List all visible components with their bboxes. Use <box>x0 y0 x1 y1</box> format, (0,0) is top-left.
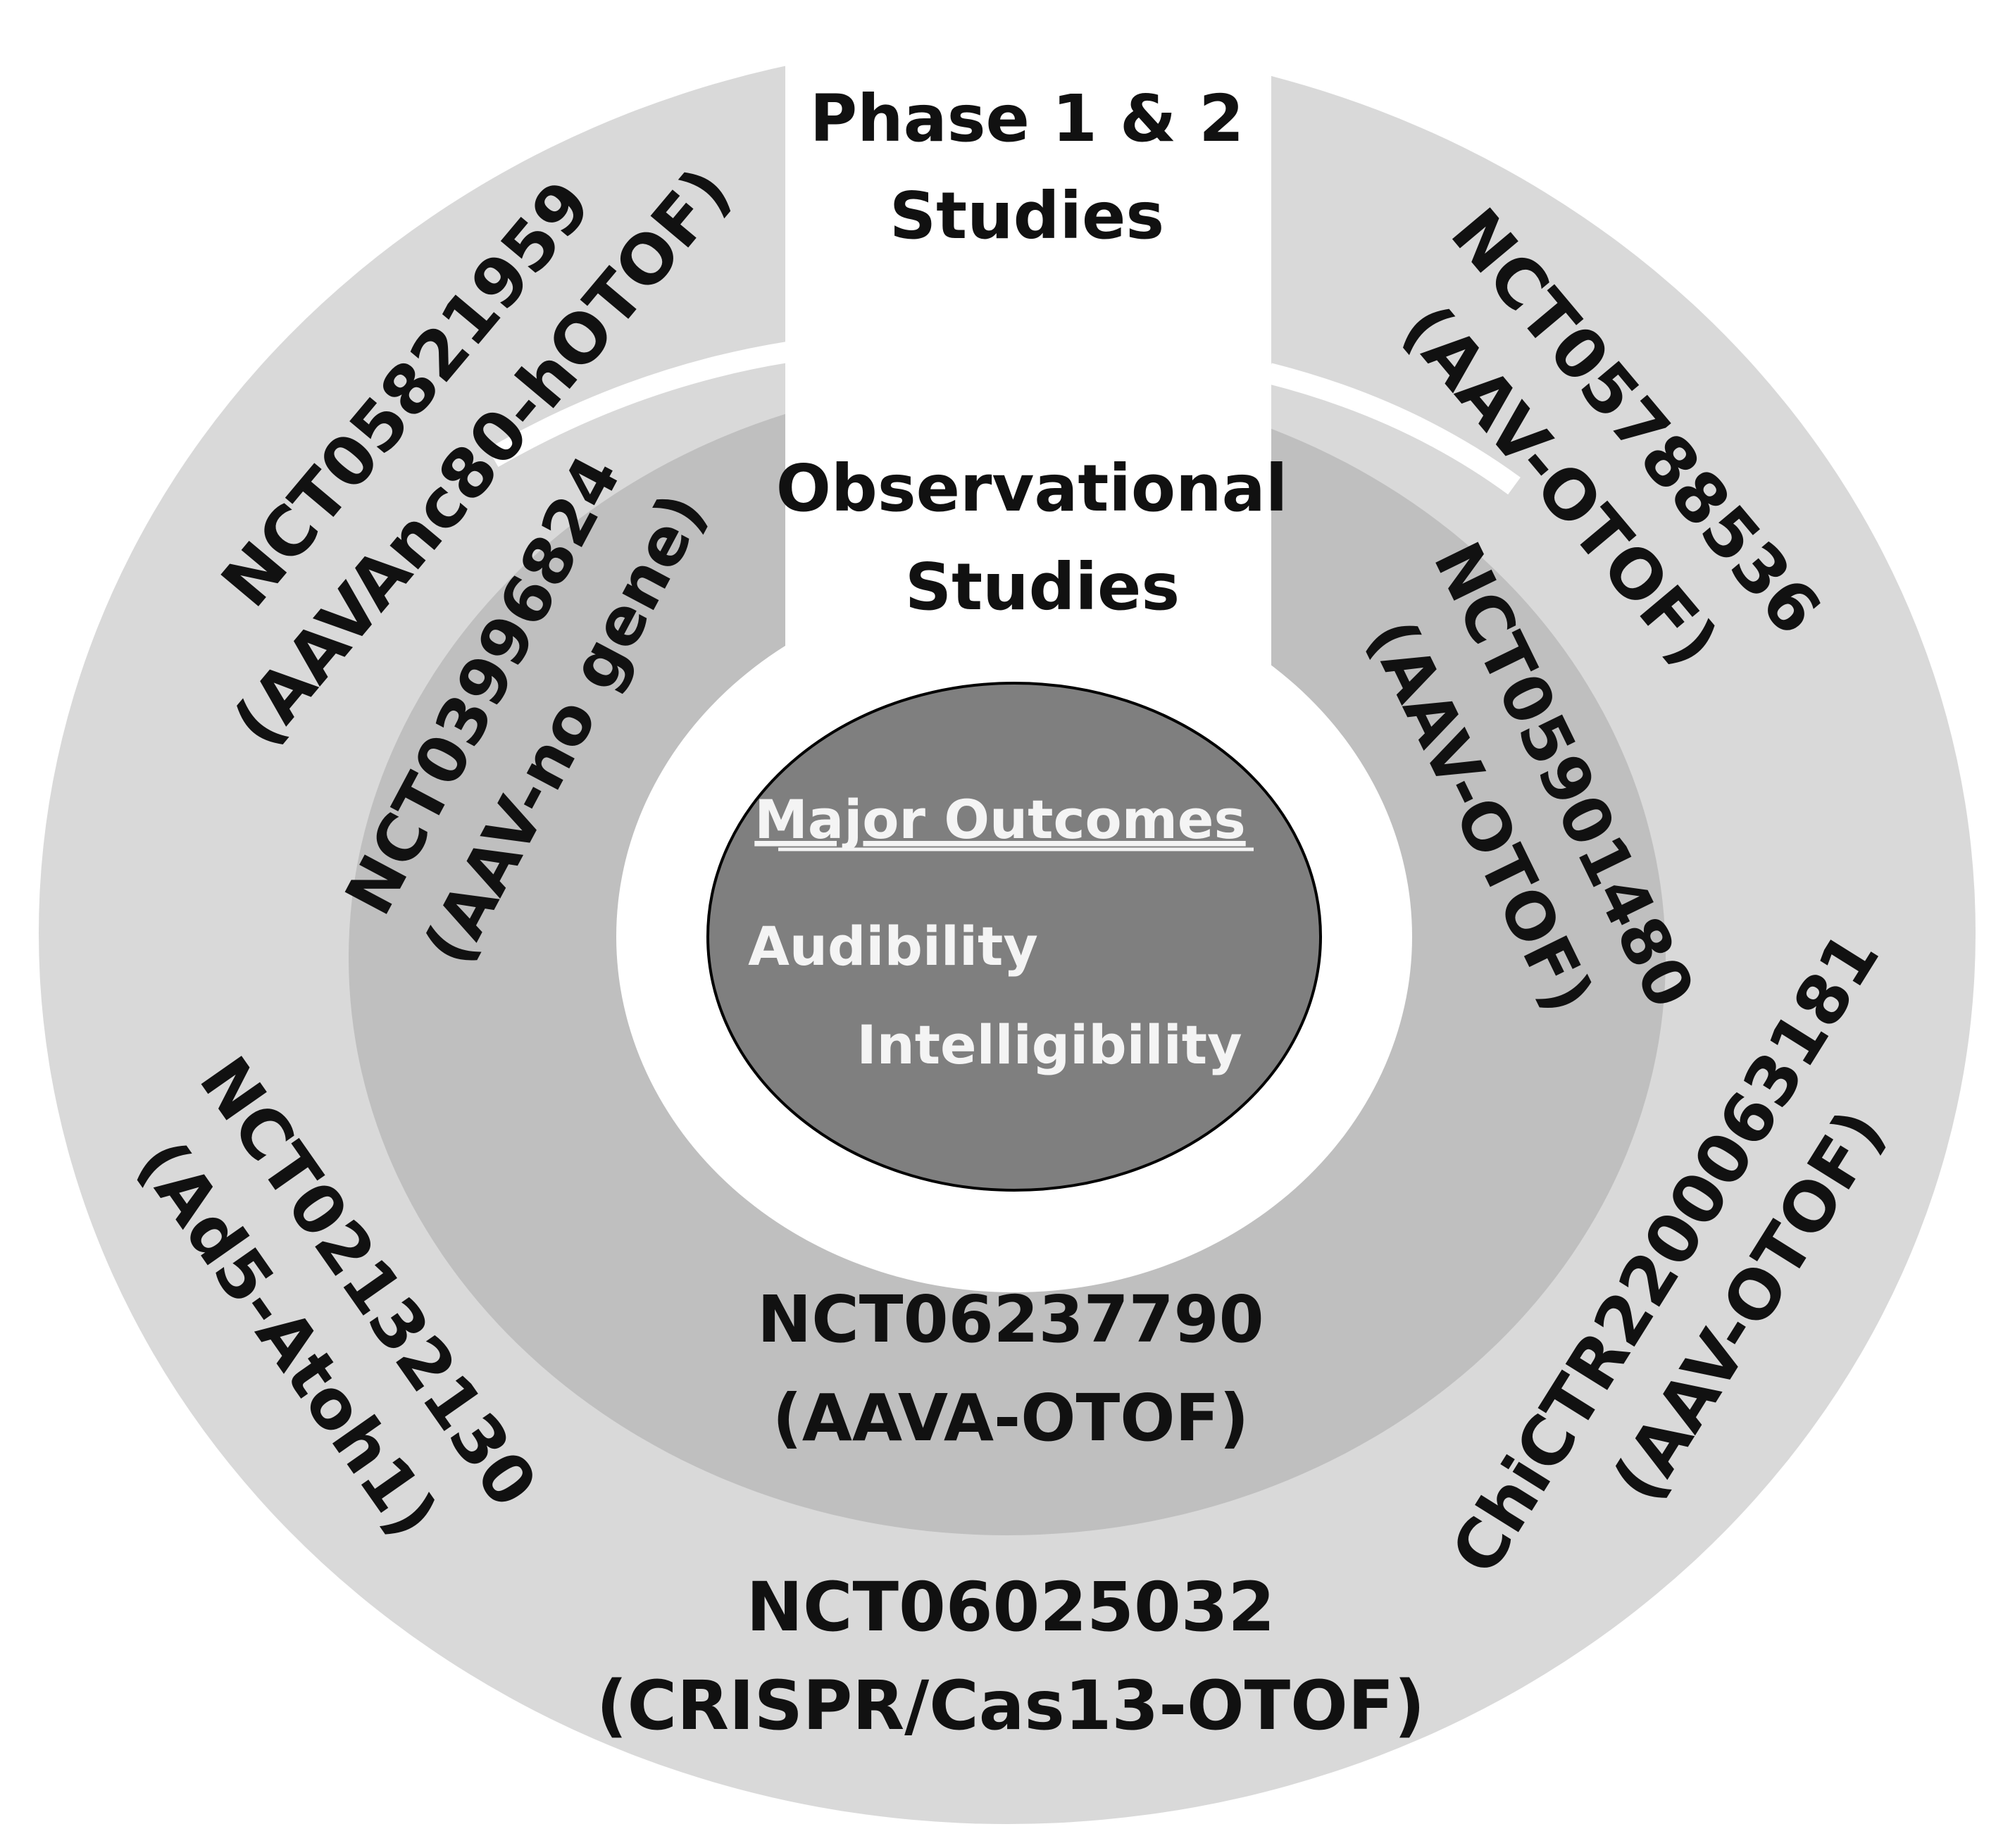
major-outcomes-title: Major Outcomes <box>754 788 1245 851</box>
observational-header-line1: Observational <box>776 451 1287 526</box>
study-nct06237790: NCT06237790 (AAVA-OTOF) <box>757 1282 1264 1456</box>
phase-header-line2: Studies <box>890 178 1164 254</box>
header-band <box>785 0 1271 690</box>
phase-header-line1: Phase 1 & 2 <box>810 81 1244 156</box>
study-vector: (CRISPR/Cas13-OTOF) <box>597 1666 1425 1745</box>
ring-separator-right <box>1266 363 1521 495</box>
study-nct06025032: NCT06025032 (CRISPR/Cas13-OTOF) <box>597 1568 1425 1745</box>
study-id: NCT06025032 <box>747 1568 1275 1647</box>
major-outcomes-ellipse <box>706 682 1322 1192</box>
outcome-intelligibility: Intelligibility <box>856 1013 1242 1076</box>
study-vector: (AAVA-OTOF) <box>773 1380 1249 1456</box>
study-id: NCT06237790 <box>757 1282 1264 1357</box>
ring-separator-left <box>487 342 790 468</box>
observational-header-line2: Studies <box>905 549 1180 625</box>
outcome-audibility: Audibility <box>748 915 1038 978</box>
